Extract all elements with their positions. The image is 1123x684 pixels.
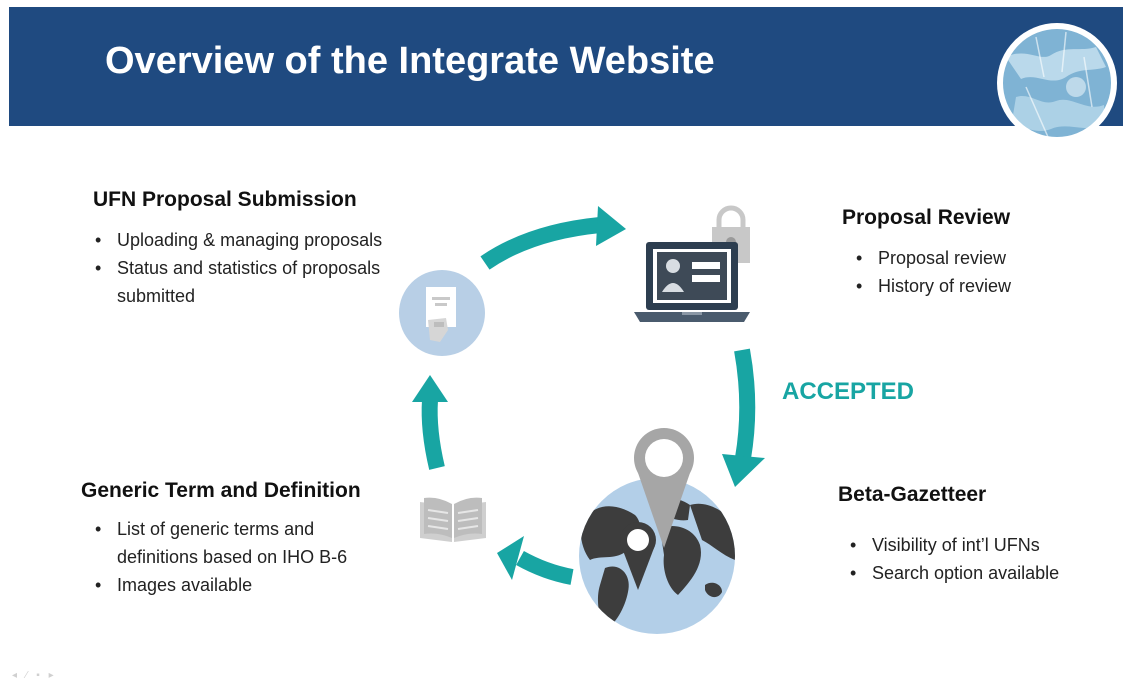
arrow-generic-to-submission bbox=[412, 375, 448, 470]
laptop-profile-lock-icon bbox=[634, 205, 750, 322]
gazetteer-heading: Beta-Gazetteer bbox=[838, 483, 987, 506]
review-section: Proposal Review Proposal review History … bbox=[842, 206, 1082, 300]
arrow-submission-to-review bbox=[480, 206, 626, 270]
world-map-globe-icon bbox=[997, 23, 1117, 143]
slide-controls-decoration: ◂ ⁄ ▪ ▸ bbox=[12, 670, 57, 681]
list-item: Visibility of int’l UFNs bbox=[848, 531, 1098, 559]
globe-map-pin-icon bbox=[579, 428, 735, 634]
open-book-icon bbox=[420, 497, 486, 542]
arrow-gazetteer-to-generic bbox=[497, 536, 574, 585]
generic-section: Generic Term and Definition List of gene… bbox=[81, 479, 391, 599]
review-bullets: Proposal review History of review bbox=[854, 244, 1082, 300]
submission-bullets: Uploading & managing proposals Status an… bbox=[93, 226, 383, 310]
list-item: Status and statistics of proposals submi… bbox=[93, 254, 383, 310]
gazetteer-bullets: Visibility of int’l UFNs Search option a… bbox=[848, 531, 1098, 587]
list-item: Images available bbox=[93, 571, 391, 599]
arrow-review-to-gazetteer bbox=[722, 348, 765, 487]
accepted-label: ACCEPTED bbox=[782, 378, 915, 405]
submission-heading: UFN Proposal Submission bbox=[93, 188, 357, 211]
gazetteer-section: Beta-Gazetteer Visibility of int’l UFNs … bbox=[838, 483, 1098, 587]
submission-section: UFN Proposal Submission Uploading & mana… bbox=[93, 188, 383, 310]
generic-bullets: List of generic terms and definitions ba… bbox=[93, 515, 391, 599]
list-item: List of generic terms and definitions ba… bbox=[93, 515, 391, 571]
list-item: History of review bbox=[854, 272, 1082, 300]
list-item: Proposal review bbox=[854, 244, 1082, 272]
review-heading: Proposal Review bbox=[842, 206, 1011, 229]
list-item: Uploading & managing proposals bbox=[93, 226, 383, 254]
list-item: Search option available bbox=[848, 559, 1098, 587]
page-title: Overview of the Integrate Website bbox=[105, 40, 715, 82]
document-hand-icon bbox=[399, 270, 485, 356]
generic-heading: Generic Term and Definition bbox=[81, 479, 361, 502]
title-banner bbox=[9, 7, 1123, 126]
